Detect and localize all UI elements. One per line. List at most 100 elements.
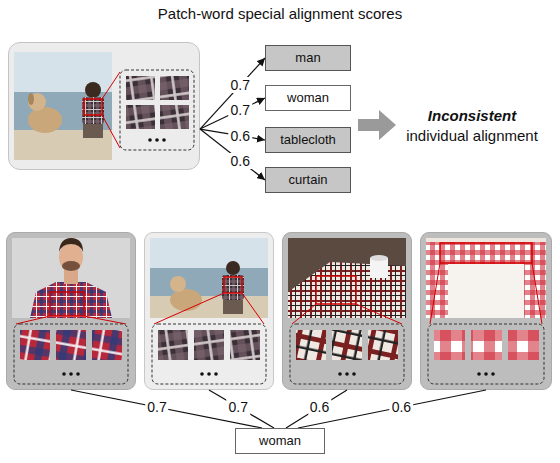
curtain-photo [430,263,440,324]
beach-photo [102,115,120,148]
patch-set [92,330,122,360]
patch-set [491,372,495,376]
tablecloth-photo [370,255,388,261]
beach-photo [82,97,104,124]
curtain-photo [426,238,546,324]
patch-set [69,372,73,376]
patch-set [508,330,539,360]
patch-set [477,372,481,376]
diagram-title: Patch-word special alignment scores [158,5,402,22]
score-label: 0.6 [229,153,252,169]
man-photo [84,316,126,324]
word-label: tablecloth [280,132,336,148]
score-label: 0.6 [308,399,331,415]
word-label: woman [259,433,301,449]
patch-set [207,372,211,376]
patch-set [148,138,152,142]
word-label: woman [287,90,329,106]
patch-set [20,330,50,360]
tablecloth-photo [356,304,402,324]
score-label: 0.7 [229,77,252,93]
beach-photo [28,93,34,105]
patch-set [62,372,66,376]
patch-set [126,76,155,100]
word-box: woman [235,428,325,454]
beach-photo [150,238,268,268]
beach-photo [170,289,202,311]
score-label: 0.7 [229,102,252,118]
score-label: 0.7 [227,399,250,415]
beach-photo [154,293,224,324]
patch-set [338,372,342,376]
man-photo [30,282,112,318]
beach-photo [28,107,62,133]
patch-set [428,324,544,384]
patch-set [76,372,80,376]
patch-set [162,138,166,142]
beach-photo [83,124,103,138]
patch-set [120,70,194,150]
beach-photo [170,276,186,292]
beach-photo [28,93,46,111]
block-arrow [358,110,396,140]
man-photo [64,270,78,284]
beach-photo [150,268,268,296]
annotation-text: individual alignment [406,127,538,144]
patch-set [352,372,356,376]
patch-set [434,330,465,360]
patch-set [160,105,189,129]
connector-arrow [200,58,265,129]
tablecloth-photo [288,262,406,318]
score-label: 0.6 [229,128,252,144]
curtain-photo [426,238,546,318]
tablecloth-photo [288,238,406,324]
man-photo [50,292,84,316]
patch-set [471,330,502,360]
patch-set [14,324,128,384]
tablecloth-photo [292,304,316,324]
word-label: man [295,50,320,66]
connector-line [286,390,347,428]
beach-photo [222,275,244,300]
man-photo [16,316,50,324]
patch-set [158,330,188,360]
patch-set [290,324,404,384]
connector-line [71,390,262,428]
man-photo [59,238,83,252]
tablecloth-photo [316,276,356,304]
man-photo [12,238,130,324]
word-box: woman [265,85,351,111]
beach-photo [150,238,268,324]
word-box: curtain [265,167,351,193]
patch-set [126,105,155,129]
patch-set [152,324,266,384]
man-photo [12,238,130,318]
beach-photo [14,52,120,160]
curtain-photo [426,264,448,318]
patch-set [484,372,488,376]
score-label: 0.6 [390,399,413,415]
patch-set [200,372,204,376]
beach-photo [224,277,242,293]
patch-set [160,76,189,100]
curtain-photo [524,264,546,318]
curtain-photo [440,243,532,263]
beach-photo [85,82,101,98]
patch-set [290,324,404,384]
connector-line [298,390,486,428]
patch-set [332,330,362,360]
patch-set [155,138,159,142]
patch-set [345,372,349,376]
tablecloth-photo [288,238,406,318]
word-box: tablecloth [265,127,351,153]
word-label: curtain [288,172,327,188]
score-label: 0.7 [145,399,168,415]
beach-photo [223,300,243,314]
curtain-photo [448,264,524,318]
curtain-photo [532,263,542,324]
patch-set [296,330,326,360]
beach-photo [226,261,240,275]
patch-set [230,330,260,360]
